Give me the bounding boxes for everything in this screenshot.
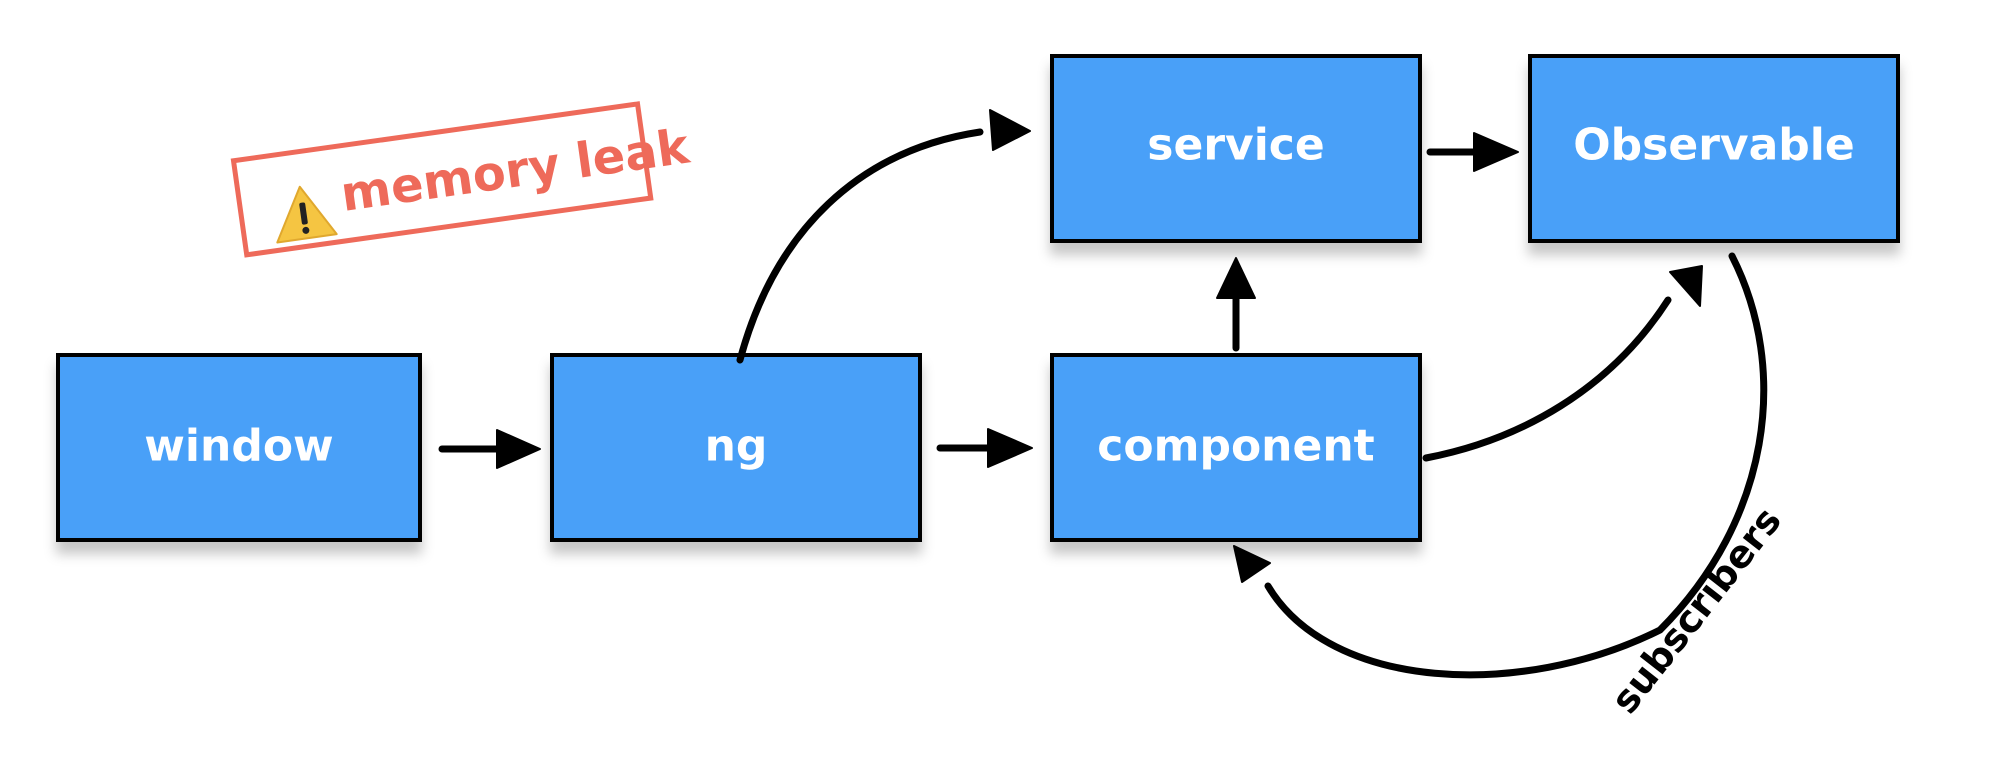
- node-component-label: component: [1097, 421, 1374, 472]
- node-service[interactable]: service: [1050, 54, 1422, 243]
- node-ng[interactable]: ng: [550, 353, 922, 542]
- memory-leak-badge: memory leak: [230, 101, 693, 258]
- node-observable-label: Observable: [1573, 120, 1854, 171]
- edge-component-to-observable: [1422, 265, 1703, 462]
- node-window[interactable]: window: [56, 353, 422, 542]
- edge-ng-to-service: [736, 109, 1031, 364]
- warning-icon: [276, 185, 338, 244]
- edge-component-to-service: [1216, 257, 1256, 352]
- node-observable[interactable]: Observable: [1528, 54, 1900, 243]
- edge-observable-to-component-subscribers: [1233, 252, 1768, 679]
- edge-ng-to-component: [936, 428, 1033, 468]
- edge-service-to-observable: [1426, 132, 1519, 172]
- node-window-label: window: [144, 421, 333, 472]
- edge-window-to-ng: [438, 429, 541, 469]
- node-service-label: service: [1147, 120, 1324, 171]
- subscribers-label: subscribers: [1602, 499, 1789, 722]
- node-ng-label: ng: [705, 421, 768, 472]
- node-component[interactable]: component: [1050, 353, 1422, 542]
